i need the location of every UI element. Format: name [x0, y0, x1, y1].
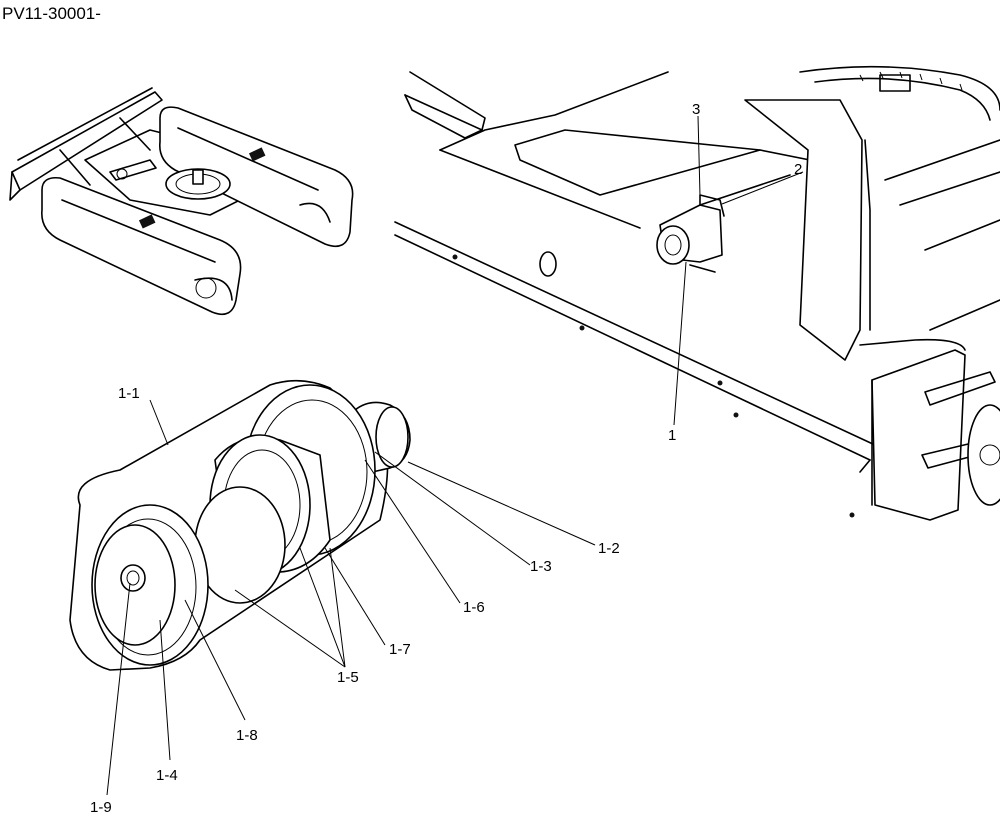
- leader-lines: [106, 115, 804, 796]
- upper-roller-mounted: [656, 174, 791, 273]
- callout-1-9: 1-9: [90, 799, 112, 816]
- callout-1-3: 1-3: [530, 558, 552, 575]
- callout-1-8: 1-8: [236, 727, 258, 744]
- callout-3: 3: [692, 101, 700, 118]
- callout-1-4: 1-4: [156, 767, 178, 784]
- roller-exploded: [69, 379, 411, 671]
- callout-1: 1: [668, 427, 676, 444]
- document-id: PV11-30001-: [2, 4, 101, 23]
- callout-1-2: 1-2: [598, 540, 620, 557]
- callout-1-1: 1-1: [118, 385, 140, 402]
- callout-1-6: 1-6: [463, 599, 485, 616]
- callout-1-5: 1-5: [337, 669, 359, 686]
- callout-1-7: 1-7: [389, 641, 411, 658]
- callout-2: 2: [794, 161, 802, 178]
- track-frame: [394, 65, 1000, 521]
- undercarriage-overview: [9, 87, 354, 316]
